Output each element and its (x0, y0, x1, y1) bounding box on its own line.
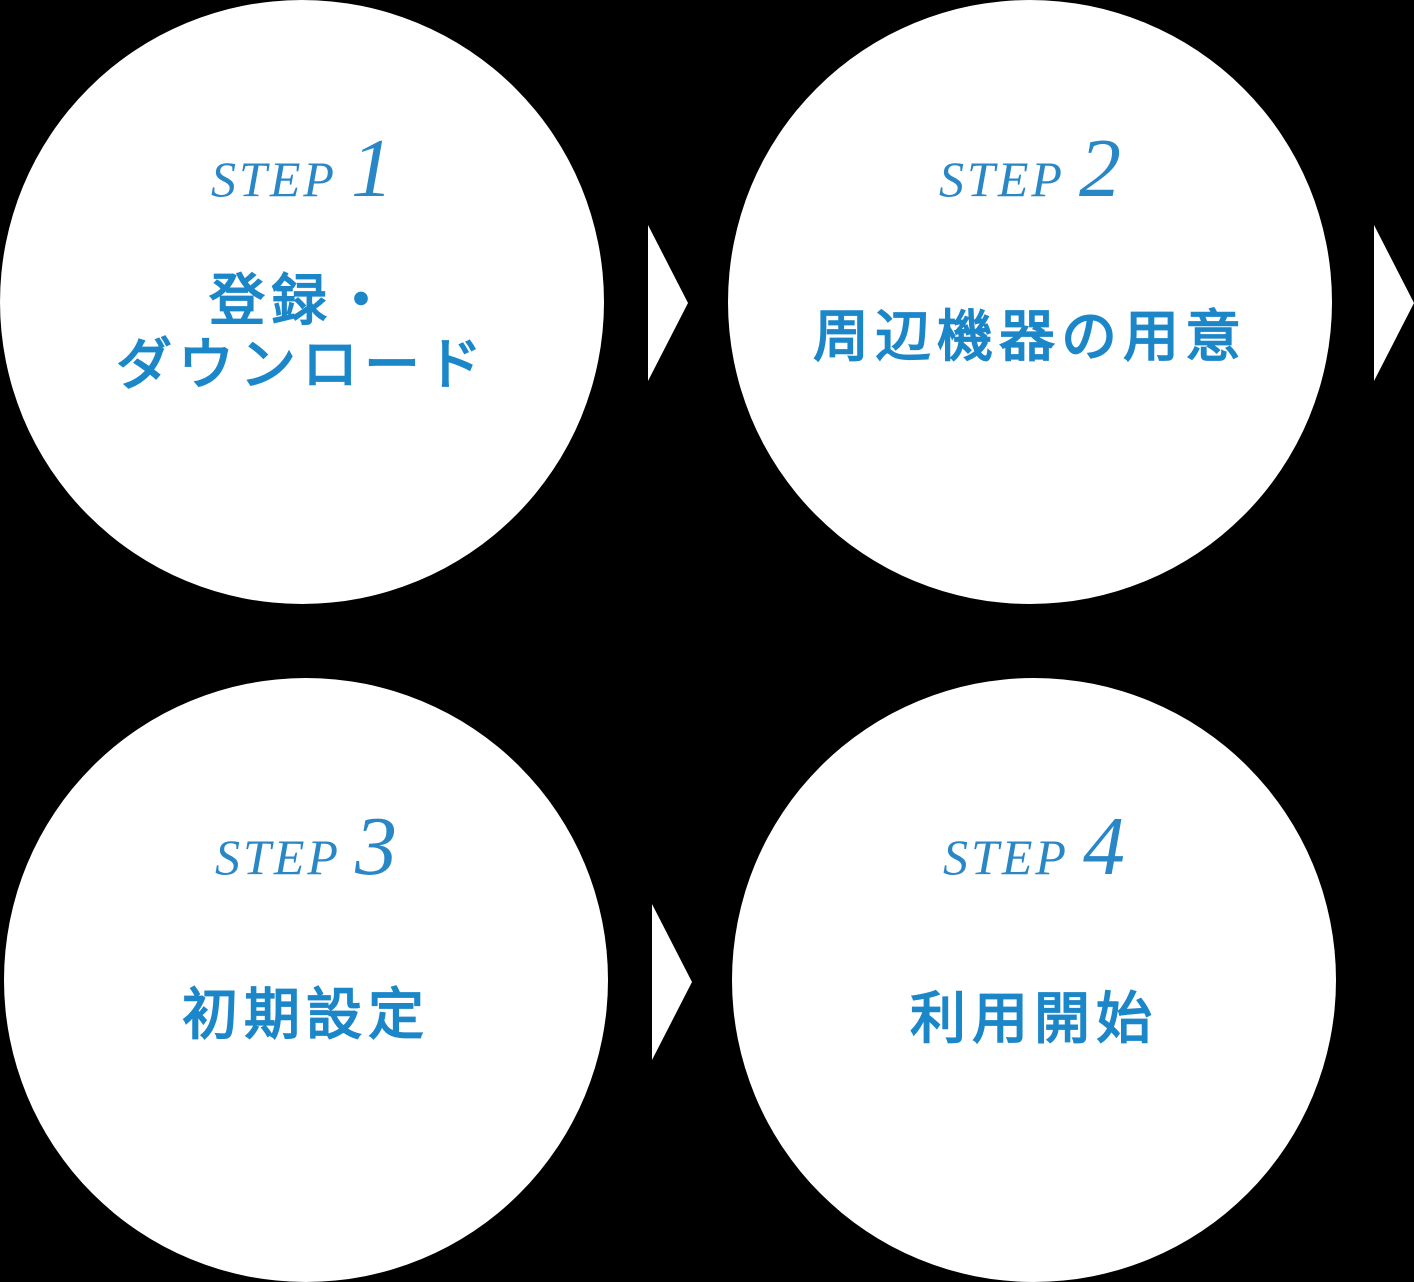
step-2-title: 周辺機器の用意 (813, 305, 1247, 370)
chevron-right-icon (1374, 225, 1414, 381)
step-word: STEP (943, 829, 1069, 885)
step-1-title: 登録・ ダウンロード (116, 269, 488, 398)
step-word: STEP (211, 151, 337, 207)
step-number: 3 (354, 800, 397, 893)
chevron-right-icon (652, 904, 692, 1060)
step-word: STEP (939, 151, 1065, 207)
step-number: 2 (1078, 122, 1121, 215)
chevron-right-icon (648, 225, 688, 381)
step-3-title: 初期設定 (182, 983, 430, 1048)
step-number: 1 (350, 122, 393, 215)
step-word: STEP (215, 829, 341, 885)
step-4-title: 利用開始 (910, 987, 1158, 1052)
step-number: 4 (1082, 800, 1125, 893)
